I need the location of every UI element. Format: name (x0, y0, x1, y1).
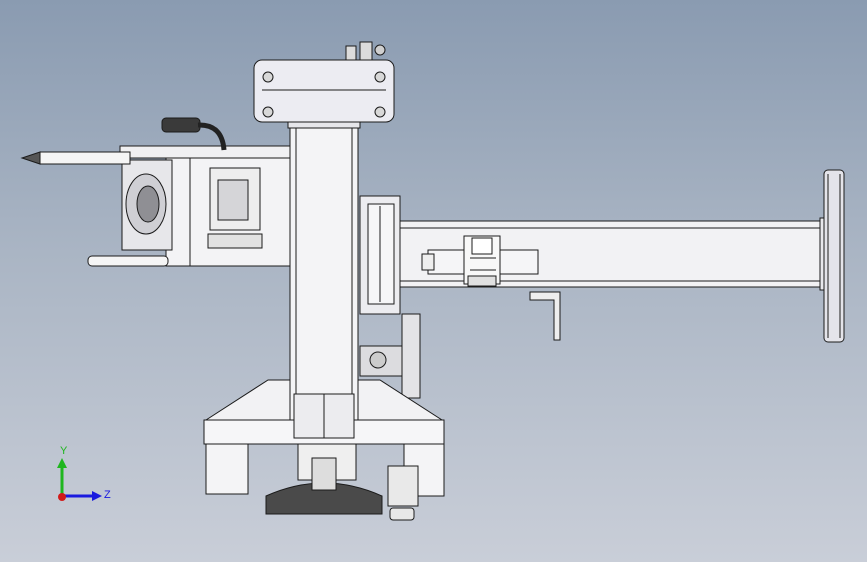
y-axis-label: Y (60, 445, 68, 457)
coordinate-triad: Y Z (57, 445, 111, 501)
valve-block[interactable] (421, 235, 539, 287)
y-axis-arrow (57, 458, 67, 468)
x-axis-dot (58, 493, 66, 501)
foot-shoe[interactable] (265, 457, 415, 521)
vertical-column[interactable] (287, 117, 361, 439)
torch-nozzle[interactable] (20, 151, 131, 165)
end-flange[interactable] (823, 169, 845, 343)
slide-carriage[interactable] (359, 195, 401, 315)
z-axis-arrow (92, 491, 102, 501)
lower-guide-rod[interactable] (87, 255, 169, 267)
pneumatic-actuator[interactable] (359, 313, 421, 399)
torch-head[interactable] (119, 145, 291, 267)
top-motor-housing[interactable] (253, 41, 395, 123)
z-axis-label: Z (104, 489, 111, 501)
cable-connector[interactable] (161, 117, 227, 151)
machine-base[interactable] (203, 379, 445, 507)
beam-bracket[interactable] (529, 291, 561, 341)
